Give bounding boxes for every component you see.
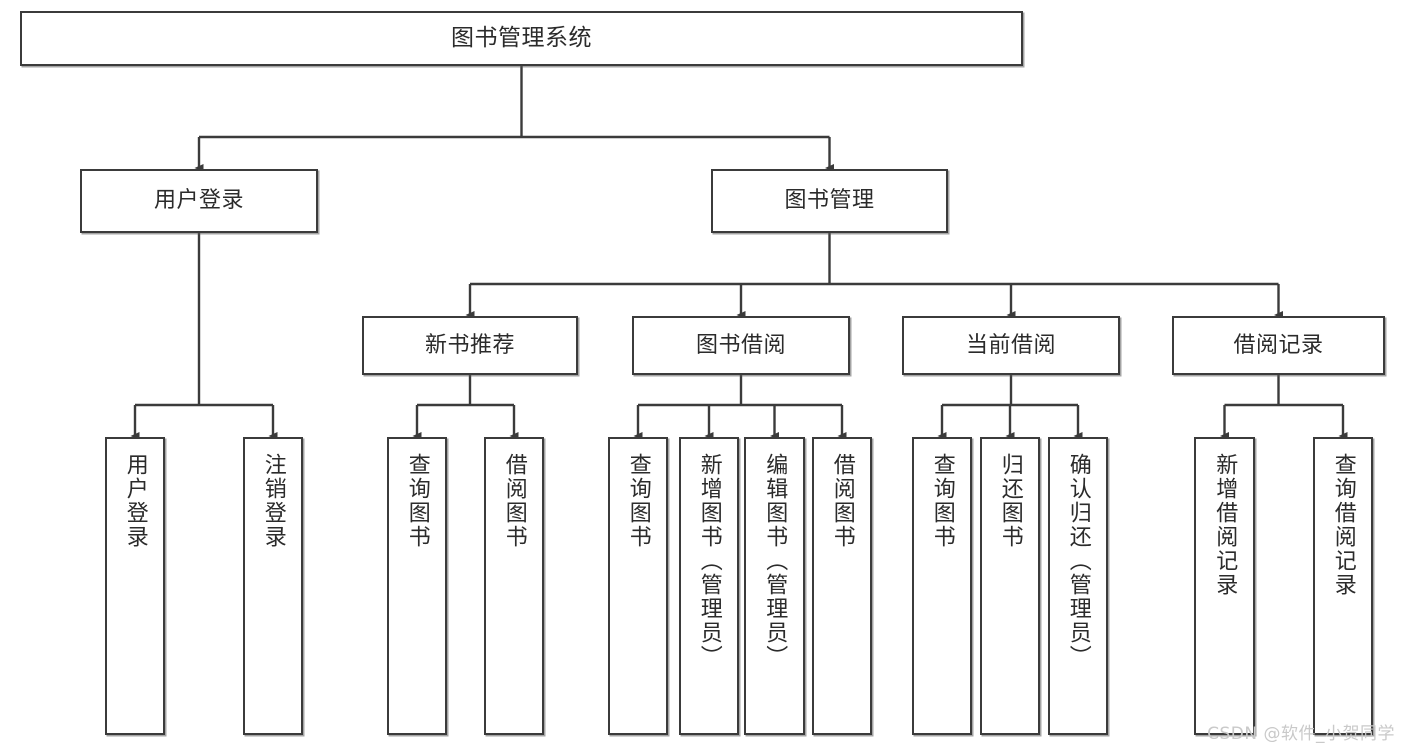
node-leaf-add-book[interactable]: 新增图书（管理员） [679,437,739,735]
node-leaf-user-login[interactable]: 用户登录 [105,437,165,735]
node-label: 新增借阅记录 [1212,453,1238,597]
node-label: 查询借阅记录 [1330,453,1356,597]
node-label: 注销登录 [260,453,286,549]
node-label: 用户登录 [153,188,244,214]
node-leaf-query-book-rec[interactable]: 查询图书 [387,437,447,735]
node-book-manage[interactable]: 图书管理 [711,169,948,233]
node-label: 查询图书 [929,453,955,549]
node-label: 图书借阅 [695,332,786,358]
node-label: 新增图书（管理员） [696,453,722,669]
node-label: 归还图书 [997,453,1023,549]
node-leaf-query-record[interactable]: 查询借阅记录 [1313,437,1373,735]
node-label: 借阅图书 [501,453,527,549]
node-label: 新书推荐 [424,332,515,358]
node-label: 借阅图书 [829,453,855,549]
node-borrow-record[interactable]: 借阅记录 [1172,316,1385,375]
node-leaf-query-book-cur[interactable]: 查询图书 [912,437,972,735]
node-leaf-edit-book[interactable]: 编辑图书（管理员） [744,437,805,735]
node-label: 图书管理 [784,188,875,214]
node-label: 借阅记录 [1233,332,1324,358]
node-label: 当前借阅 [965,332,1056,358]
node-leaf-borrow-book-rec[interactable]: 借阅图书 [484,437,544,735]
node-label: 用户登录 [122,453,148,549]
node-leaf-add-record[interactable]: 新增借阅记录 [1194,437,1255,735]
node-leaf-confirm-return[interactable]: 确认归还（管理员） [1048,437,1108,735]
node-current-borrow[interactable]: 当前借阅 [902,316,1120,375]
node-new-book-rec[interactable]: 新书推荐 [362,316,578,375]
node-label: 编辑图书（管理员） [762,453,788,669]
node-label: 图书管理系统 [451,24,592,51]
node-root[interactable]: 图书管理系统 [20,11,1023,66]
node-label: 确认归还（管理员） [1065,453,1091,669]
node-leaf-logout[interactable]: 注销登录 [243,437,303,735]
watermark-text: CSDN @软件_小贺同学 [1207,724,1395,744]
node-book-borrow[interactable]: 图书借阅 [632,316,850,375]
node-label: 查询图书 [404,453,430,549]
node-user-login[interactable]: 用户登录 [80,169,318,233]
node-leaf-return-book[interactable]: 归还图书 [980,437,1040,735]
node-leaf-query-book[interactable]: 查询图书 [608,437,668,735]
node-label: 查询图书 [625,453,651,549]
node-leaf-borrow-book[interactable]: 借阅图书 [812,437,872,735]
